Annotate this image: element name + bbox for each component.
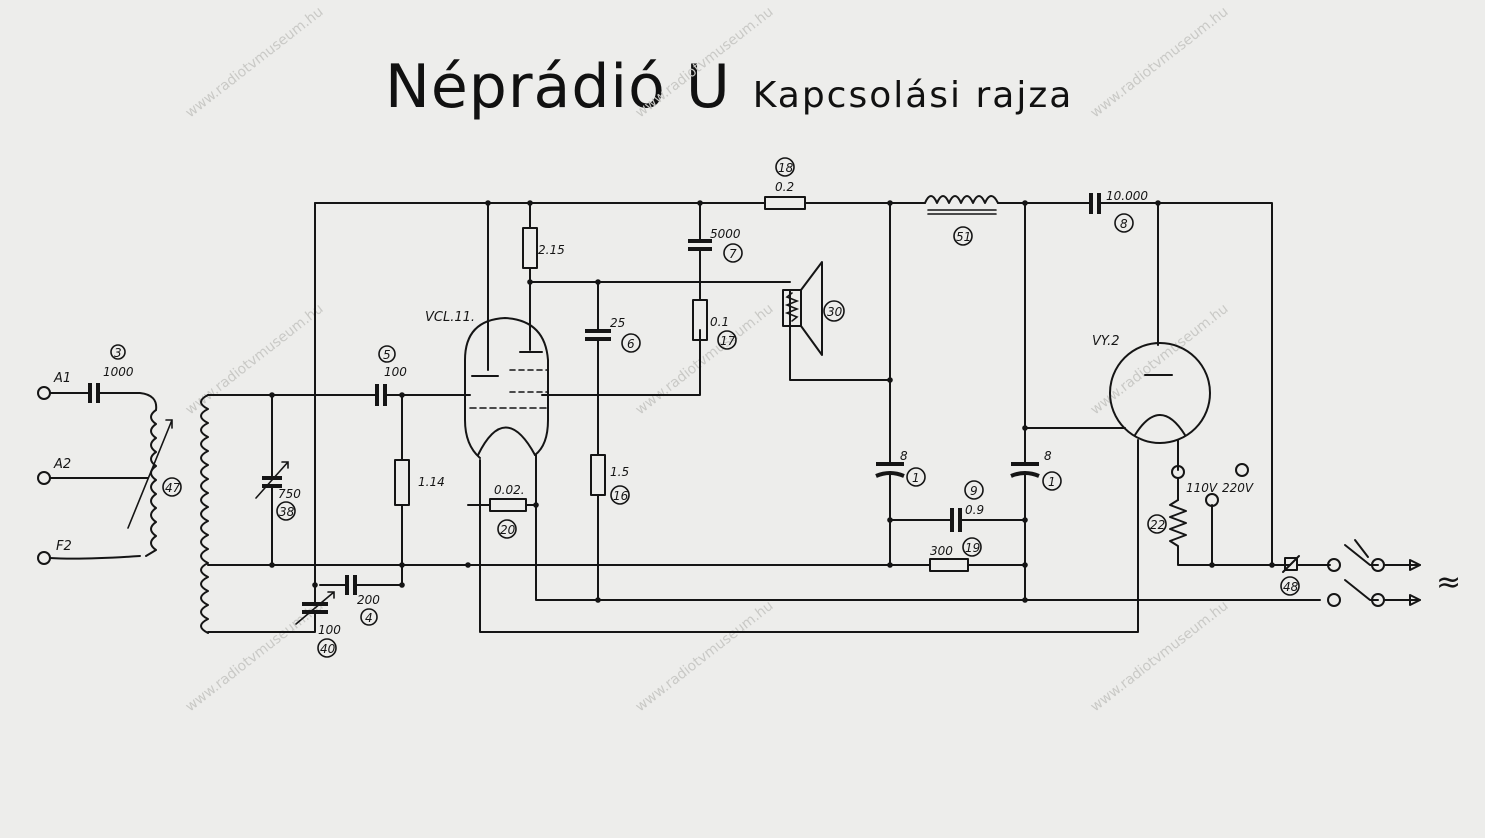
title-main: Néprádió U xyxy=(385,52,731,122)
cap-antenna-ref: 3 xyxy=(114,346,122,360)
capacitor-filter-a: 8 1 xyxy=(875,449,926,487)
cap-25-ref: 6 xyxy=(627,337,635,351)
watermarks: www.radiotvmuseum.hu www.radiotvmuseum.h… xyxy=(183,4,1232,715)
rectifier-tube-vy2: VY.2 xyxy=(1092,334,1211,444)
res-002-value: 0.02. xyxy=(494,483,525,497)
antenna-coil: 47 xyxy=(127,409,182,557)
antenna-terminals: A1 A2 F2 xyxy=(37,371,72,565)
wires xyxy=(49,202,1421,633)
junctions xyxy=(269,200,1275,603)
resistor-215: 2.15 xyxy=(522,227,565,269)
cap-filter-a-ref: 1 xyxy=(912,471,920,485)
resistor-grid-leak: 1.14 xyxy=(394,459,445,506)
voltage-110-label: 110V xyxy=(1186,481,1218,495)
capacitor-09: 0.9 9 xyxy=(950,480,984,532)
resistor-002: 0.02. 20 xyxy=(489,483,527,539)
res-grid-value: 1.14 xyxy=(418,475,445,489)
capacitor-10000: 10.000 8 xyxy=(1089,189,1148,233)
mains-symbol: ≈ xyxy=(1436,565,1461,600)
res-02-value: 0.2 xyxy=(775,180,794,194)
res-300-ref: 19 xyxy=(965,541,980,555)
terminal-earth-label: F2 xyxy=(56,539,72,554)
cap-10000-ref: 8 xyxy=(1120,217,1128,231)
cap-09-ref: 9 xyxy=(970,484,978,498)
cap-200-ref: 4 xyxy=(365,611,373,625)
res-300-value: 300 xyxy=(930,544,953,558)
res-215-value: 2.15 xyxy=(538,243,565,257)
cap-tuning-value: 750 xyxy=(278,487,301,501)
mains-switch: 48 ≈ xyxy=(1280,555,1461,607)
choke-ref: 51 xyxy=(956,230,971,244)
cap-tuning-ref: 38 xyxy=(279,505,295,519)
watermark: www.radiotvmuseum.hu xyxy=(633,4,777,121)
resistor-15: 1.5 16 xyxy=(590,454,630,505)
cap-25-value: 25 xyxy=(610,316,625,330)
res-02-ref: 18 xyxy=(778,161,794,175)
watermark: www.radiotvmuseum.hu xyxy=(183,301,327,418)
cap-grid-value: 100 xyxy=(384,365,407,379)
tuning-coil xyxy=(200,394,209,634)
cap-filter-b-value: 8 xyxy=(1044,449,1052,463)
output-tube-vcl11: VCL.11. xyxy=(425,310,549,459)
cap-5000-value: 5000 xyxy=(710,227,741,241)
res-15-value: 1.5 xyxy=(610,465,629,479)
cap-filter-a-value: 8 xyxy=(900,449,908,463)
capacitor-200: 200 4 xyxy=(345,575,380,626)
cap-filter-b-ref: 1 xyxy=(1048,475,1056,489)
resistor-300: 300 19 xyxy=(929,537,982,572)
capacitor-25: 25 6 xyxy=(585,316,641,353)
coil-ref: 47 xyxy=(165,481,181,495)
output-tube-label: VCL.11. xyxy=(425,310,475,325)
res-heater-ref: 22 xyxy=(1150,518,1165,532)
watermark: www.radiotvmuseum.hu xyxy=(633,598,777,715)
watermark: www.radiotvmuseum.hu xyxy=(633,301,777,418)
terminal-a2-label: A2 xyxy=(53,457,71,472)
cap-200-value: 200 xyxy=(357,593,380,607)
res-01-ref: 17 xyxy=(720,334,736,348)
speaker: 30 xyxy=(782,261,845,356)
watermark: www.radiotvmuseum.hu xyxy=(183,4,327,121)
res-15-ref: 16 xyxy=(613,489,629,503)
capacitor-tuning: 750 38 xyxy=(255,461,301,521)
capacitor-reaction: 100 40 xyxy=(295,584,341,658)
speaker-ref: 30 xyxy=(827,305,843,319)
watermark: www.radiotvmuseum.hu xyxy=(1088,598,1232,715)
cap-reaction-ref: 40 xyxy=(320,642,336,656)
filter-choke: 51 xyxy=(924,195,999,246)
cap-grid-ref: 5 xyxy=(383,348,391,362)
diagram-title: Néprádió U Kapcsolási rajza xyxy=(385,52,1073,122)
cap-10000-value: 10.000 xyxy=(1106,189,1148,203)
resistor-01: 0.1 17 xyxy=(692,299,737,350)
resistor-02: 0.2 18 xyxy=(764,157,806,210)
terminal-a1-label: A1 xyxy=(53,371,71,386)
capacitor-filter-b: 8 1 xyxy=(1010,449,1062,491)
switch-ref: 48 xyxy=(1283,580,1299,594)
title-sub: Kapcsolási rajza xyxy=(752,75,1074,116)
watermark: www.radiotvmuseum.hu xyxy=(1088,4,1232,121)
rectifier-tube-label: VY.2 xyxy=(1092,334,1120,349)
capacitor-5000: 5000 7 xyxy=(688,227,743,263)
resistor-heater: 22 xyxy=(1147,499,1187,553)
capacitor-grid: 100 5 xyxy=(375,345,407,406)
cap-antenna-value: 1000 xyxy=(103,365,134,379)
res-01-value: 0.1 xyxy=(710,315,729,329)
watermark: www.radiotvmuseum.hu xyxy=(183,598,327,715)
cap-reaction-value: 100 xyxy=(318,623,341,637)
capacitor-antenna: 1000 3 xyxy=(88,344,134,403)
cap-5000-ref: 7 xyxy=(729,247,737,261)
cap-09-value: 0.9 xyxy=(965,503,984,517)
voltage-220-label: 220V xyxy=(1222,481,1254,495)
voltage-selector: 110V 220V xyxy=(1171,463,1254,507)
res-002-ref: 20 xyxy=(500,523,516,537)
